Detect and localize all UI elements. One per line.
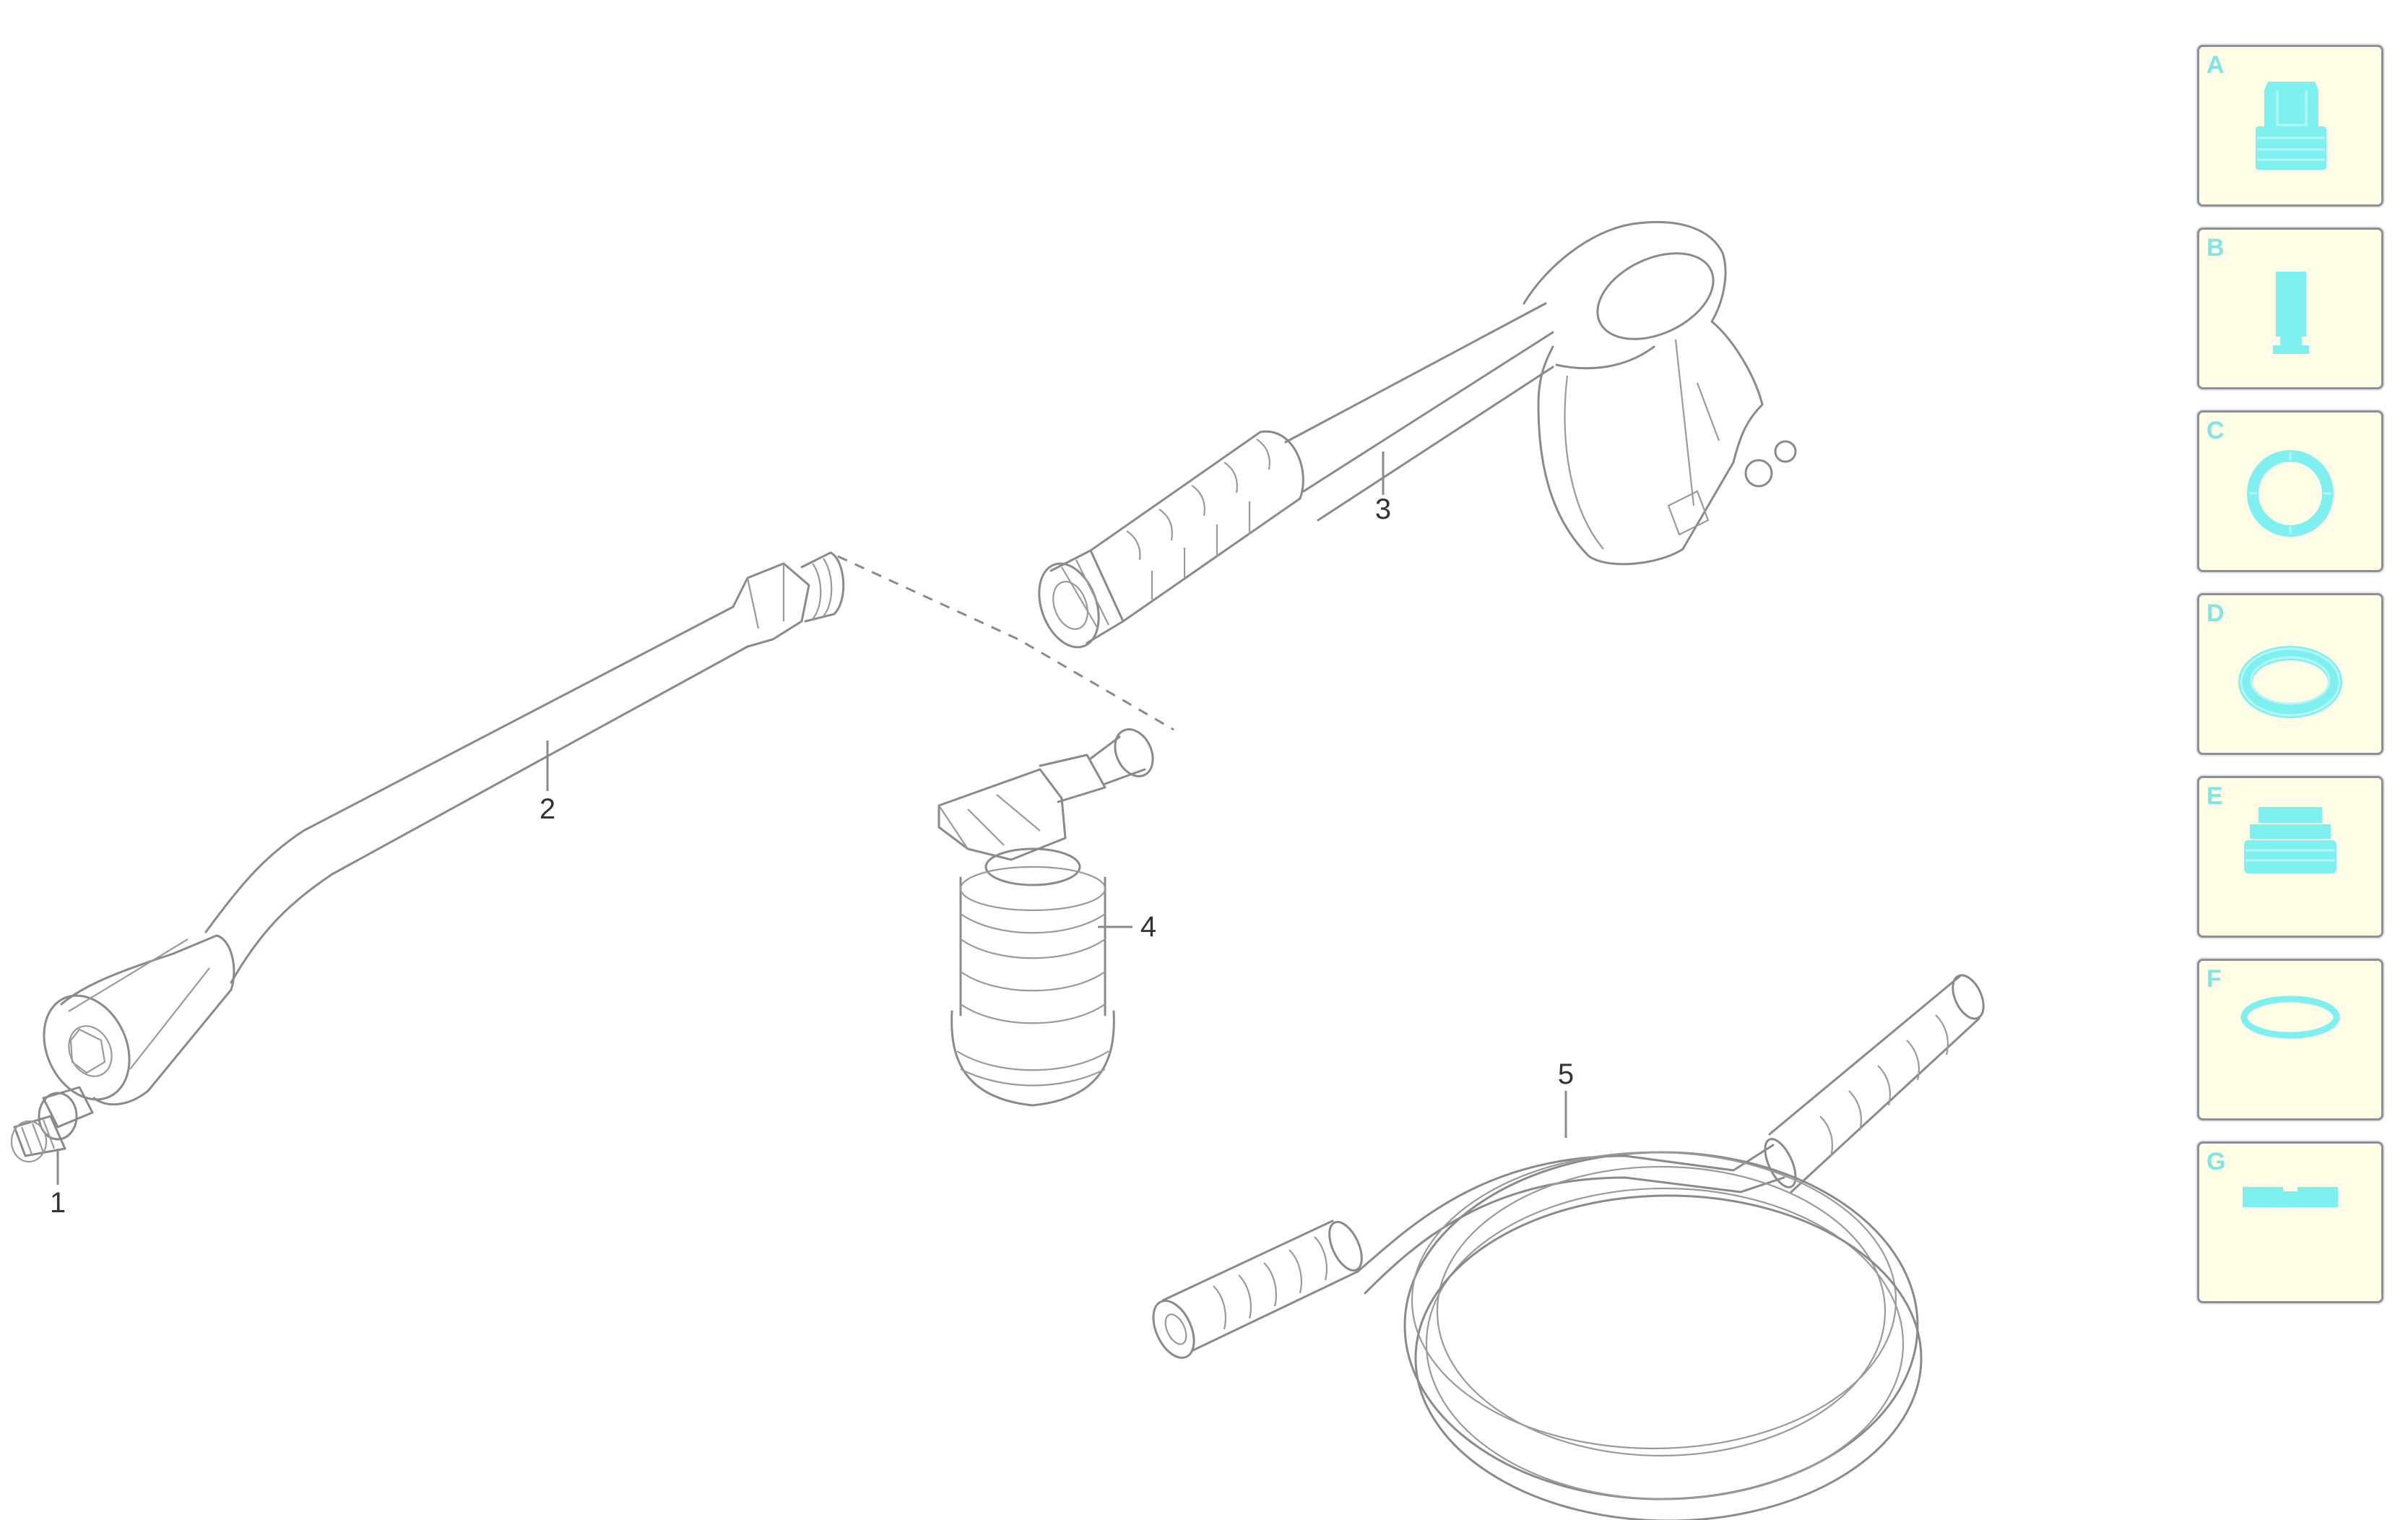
foam-bottle-part xyxy=(937,728,1154,1107)
nozzle-part xyxy=(10,1086,94,1163)
panel-b[interactable]: B xyxy=(2197,228,2383,389)
panel-e[interactable]: E xyxy=(2197,776,2383,938)
callout-5: 5 xyxy=(1557,1058,1575,1090)
flat-gasket-icon xyxy=(2243,1187,2338,1207)
wand-part xyxy=(43,551,845,1106)
part-panel-sidebar: A B C D E xyxy=(2197,45,2383,1324)
panel-b-letter: B xyxy=(2206,234,2225,262)
callout-4: 4 xyxy=(1140,911,1157,943)
trigger-gun-part xyxy=(1038,220,1797,649)
thin-o-ring-icon xyxy=(2240,996,2340,1039)
panel-c-letter: C xyxy=(2206,417,2225,444)
panel-f[interactable]: F xyxy=(2197,959,2383,1120)
stepped-fitting-icon xyxy=(2244,807,2336,873)
panel-a[interactable]: A xyxy=(2197,45,2383,207)
callout-1: 1 xyxy=(49,1187,66,1219)
pin-nozzle-icon xyxy=(2273,272,2309,354)
callout-2: 2 xyxy=(539,793,556,825)
assembly-dashed-line xyxy=(837,555,1174,731)
panel-g-letter: G xyxy=(2206,1148,2226,1175)
panel-d-letter: D xyxy=(2206,600,2225,627)
panel-a-letter: A xyxy=(2206,51,2225,79)
panel-d[interactable]: D xyxy=(2197,593,2383,755)
coupling-nut-icon xyxy=(2256,82,2326,170)
seal-washer-icon xyxy=(2238,646,2342,718)
panel-c[interactable]: C xyxy=(2197,410,2383,572)
panel-f-letter: F xyxy=(2206,965,2222,993)
panel-g[interactable]: G xyxy=(2197,1141,2383,1303)
o-ring-icon xyxy=(2247,450,2334,537)
callout-3: 3 xyxy=(1374,493,1392,525)
hose-part xyxy=(1152,974,1985,1520)
parts-diagram xyxy=(10,220,1985,1520)
panel-e-letter: E xyxy=(2206,782,2223,810)
